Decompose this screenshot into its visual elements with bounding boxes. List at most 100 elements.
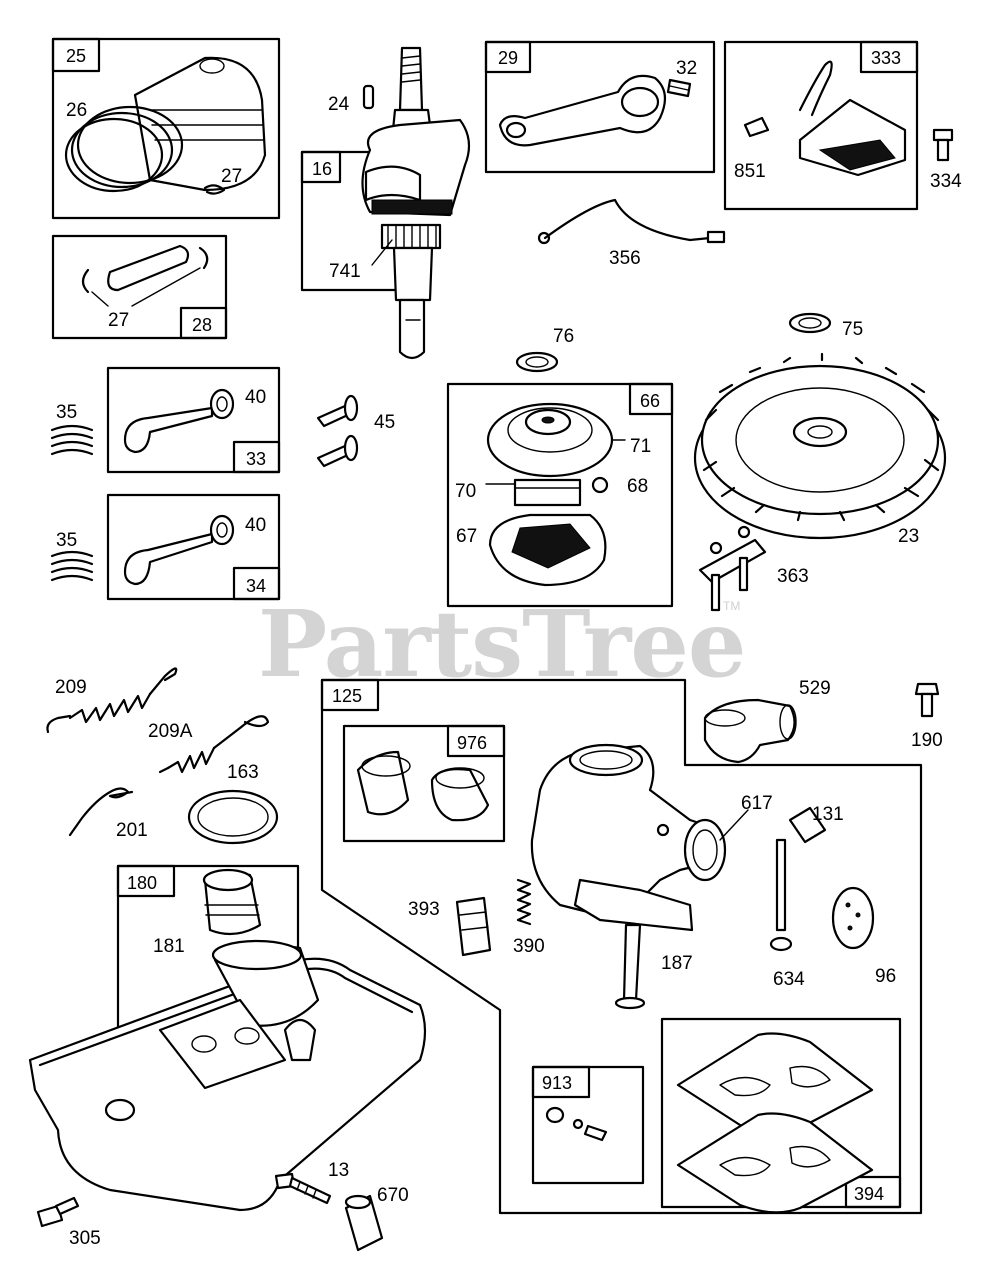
part-label-68: 68: [627, 476, 648, 497]
cup-icon: [430, 768, 490, 822]
part-label-40-b: 40: [245, 515, 266, 536]
part-label-75: 75: [842, 319, 863, 340]
box-label-33: 33: [246, 449, 266, 469]
part-label-13: 13: [328, 1160, 349, 1181]
watermark-tm: TM: [723, 599, 740, 613]
group-piston-25[interactable]: 25 26 27: [51, 37, 281, 220]
fuel-pipe-icon: [622, 923, 642, 1002]
throttle-shaft-icon: [788, 806, 827, 844]
piston-pin-icon: [107, 244, 190, 292]
ground-wire-icon: [543, 198, 712, 242]
part-label-201: 201: [116, 820, 148, 841]
part-label-187: 187: [661, 953, 693, 974]
float-icon: [455, 896, 492, 957]
screw-icon: [36, 1204, 64, 1228]
valve-spring-icon: [50, 550, 94, 582]
part-label-71: 71: [630, 436, 651, 457]
part-washer-76[interactable]: 76: [515, 326, 574, 373]
group-piston-pin-28[interactable]: 28 27: [51, 234, 228, 340]
part-label-851: 851: [734, 161, 766, 182]
part-label-35: 35: [56, 402, 77, 423]
part-label-181: 181: [153, 936, 185, 957]
gasket-icon: [187, 789, 279, 845]
part-label-35-b: 35: [56, 530, 77, 551]
gasket-icon: [676, 1112, 874, 1214]
spring-icon: [166, 746, 216, 774]
group-armature-333[interactable]: 333 851 334: [723, 40, 962, 211]
screen-icon: [513, 478, 582, 507]
group-crankshaft-16[interactable]: 16 741 24: [300, 46, 471, 360]
part-label-363: 363: [777, 566, 809, 587]
part-valve-spring-35b[interactable]: 35: [50, 530, 94, 582]
part-label-334: 334: [930, 171, 962, 192]
part-washer-75[interactable]: 75: [788, 312, 863, 340]
box-label-333: 333: [871, 48, 901, 68]
clip-icon: [81, 268, 90, 294]
screw-icon: [932, 128, 954, 142]
part-label-741: 741: [329, 261, 361, 282]
part-screw-190[interactable]: 190: [911, 682, 943, 751]
group-connecting-rod-29[interactable]: 29 32: [484, 40, 716, 174]
box-label-28: 28: [192, 315, 212, 335]
part-link-201[interactable]: 201: [68, 787, 148, 842]
part-label-209: 209: [55, 677, 87, 698]
box-label-29: 29: [498, 48, 518, 68]
valve-retainer-icon: [209, 388, 235, 420]
piston-icon: [133, 56, 267, 192]
box-label-913: 913: [542, 1073, 572, 1093]
box-label-16: 16: [312, 159, 332, 179]
group-fuel-tank-180[interactable]: 180 181: [28, 864, 427, 1212]
group-66[interactable]: 66 71 70 68 67: [446, 382, 674, 608]
part-spacer-670[interactable]: 670: [344, 1185, 409, 1252]
box-label-180: 180: [127, 873, 157, 893]
seal-icon: [356, 750, 410, 816]
part-tappets-45[interactable]: 45: [316, 394, 395, 468]
part-label-32: 32: [676, 58, 697, 79]
washer-icon: [788, 312, 832, 334]
part-valve-spring-35a[interactable]: 35: [50, 402, 94, 456]
part-ground-wire-356[interactable]: 356: [537, 198, 726, 269]
part-label-45: 45: [374, 412, 395, 433]
box-label-66: 66: [640, 391, 660, 411]
part-label-24: 24: [328, 94, 350, 115]
box-label-394: 394: [854, 1184, 884, 1204]
throttle-plate-icon: [831, 886, 875, 950]
valve-icon: [123, 532, 214, 586]
part-label-356: 356: [609, 248, 641, 269]
part-bracket-363[interactable]: 363: [698, 525, 809, 612]
box-label-125: 125: [332, 686, 362, 706]
link-icon: [68, 787, 134, 837]
part-screw-305[interactable]: 305: [36, 1196, 101, 1249]
part-flywheel-23[interactable]: 23: [693, 352, 947, 547]
washer-icon: [515, 351, 559, 373]
part-label-96: 96: [875, 966, 896, 987]
part-spring-209A[interactable]: 209A: [148, 715, 270, 774]
group-valve-33[interactable]: 33 40: [106, 366, 281, 474]
part-label-26: 26: [66, 100, 87, 121]
part-label-190: 190: [911, 730, 943, 751]
piston-ring-icon: [76, 105, 184, 185]
part-label-670: 670: [377, 1185, 409, 1206]
box-label-34: 34: [246, 576, 266, 596]
part-label-209A: 209A: [148, 721, 193, 742]
seal-icon: [769, 936, 793, 952]
needle-spring-icon: [516, 878, 532, 926]
seat-icon: [545, 1106, 565, 1124]
part-governor-spring-209[interactable]: 209: [46, 667, 178, 734]
part-gasket-163[interactable]: 163: [187, 762, 279, 845]
elbow-icon: [703, 698, 796, 764]
carburetor-icon: [530, 744, 722, 922]
bracket-icon: [698, 538, 767, 584]
part-label-163: 163: [227, 762, 259, 783]
valve-spring-icon: [50, 424, 94, 456]
valve-icon: [123, 406, 214, 454]
box-label-25: 25: [66, 46, 86, 66]
group-valve-34[interactable]: 34 40: [106, 493, 281, 601]
ball-icon: [591, 476, 609, 494]
group-carburetor-125[interactable]: 125 976 617 187 393 390 131 634: [320, 678, 923, 1215]
part-elbow-529[interactable]: 529: [703, 678, 831, 764]
part-label-67: 67: [456, 526, 477, 547]
part-screw-13[interactable]: 13: [274, 1160, 349, 1205]
